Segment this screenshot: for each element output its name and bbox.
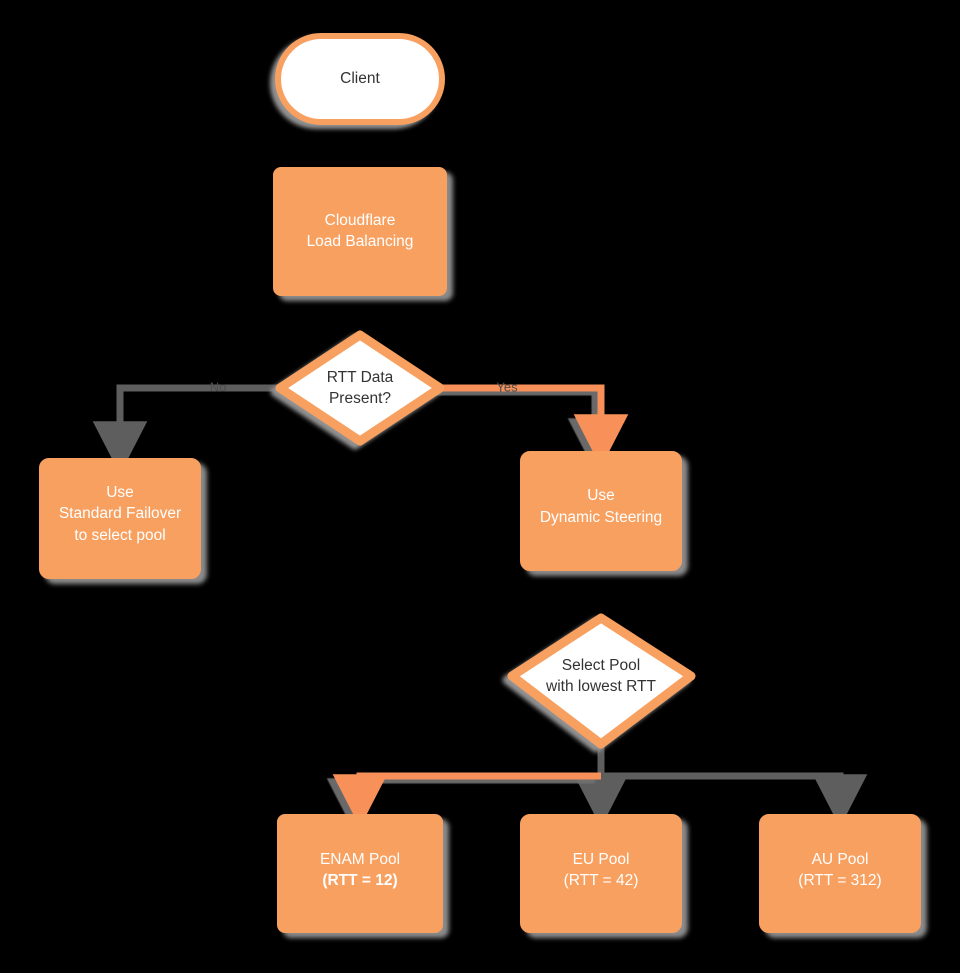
node-dynamic-steering[interactable]: Use Dynamic Steering [520, 451, 682, 571]
node-rtt-data-present-decision[interactable]: RTT Data Present? [275, 330, 445, 446]
node-eu-pool-label-line2: (RTT = 42) [564, 872, 639, 889]
node-standard-failover-label-line3: to select pool [74, 527, 165, 544]
edge-select-pool-to-au-pool [601, 772, 868, 828]
node-standard-failover[interactable]: Use Standard Failover to select pool [39, 458, 201, 579]
node-client-shape[interactable] [275, 33, 445, 125]
node-standard-failover-shape[interactable] [39, 458, 201, 579]
edge-rtt-decision-to-dynamic-steering [437, 384, 629, 468]
node-rtt-data-present-shape[interactable] [275, 330, 445, 446]
node-au-pool-label-line2: (RTT = 312) [798, 872, 881, 889]
node-select-pool-label-line2: with lowest RTT [545, 678, 656, 695]
edge-layer: Standard Failover (left, inactive/grey) … [92, 121, 868, 828]
node-cloudflare-load-balancing[interactable]: Cloudflare Load Balancing [273, 167, 447, 296]
node-enam-pool-shape[interactable] [277, 814, 443, 933]
node-rtt-data-present-label-line2: Present? [329, 390, 391, 407]
node-dynamic-steering-label-line2: Dynamic Steering [540, 509, 662, 526]
node-eu-pool-label-line1: EU Pool [573, 851, 630, 868]
node-au-pool-shape[interactable] [759, 814, 921, 933]
node-standard-failover-label-line2: Standard Failover [59, 505, 181, 522]
edge-label-yes: Yes [496, 379, 518, 394]
node-dynamic-steering-label-line1: Use [587, 487, 615, 504]
node-enam-pool-label-line1: ENAM Pool [320, 851, 400, 868]
node-client-label: Client [340, 70, 380, 87]
node-select-pool-decision[interactable]: Select Pool with lowest RTT [507, 613, 696, 749]
node-eu-pool[interactable]: EU Pool (RTT = 42) [520, 814, 682, 933]
node-cloudflare-load-balancing-label-line1: Cloudflare [325, 212, 396, 229]
edge-label-layer: No Yes [210, 379, 518, 394]
node-cloudflare-load-balancing-shape[interactable] [273, 167, 447, 296]
node-eu-pool-shape[interactable] [520, 814, 682, 933]
node-select-pool-shape[interactable] [507, 613, 696, 749]
edge-label-no: No [210, 379, 227, 394]
node-enam-pool-label-line2: (RTT = 12) [322, 872, 397, 889]
node-select-pool-label-line1: Select Pool [562, 657, 640, 674]
node-au-pool[interactable]: AU Pool (RTT = 312) [759, 814, 921, 933]
node-cloudflare-load-balancing-label-line2: Load Balancing [307, 233, 414, 250]
node-dynamic-steering-shape[interactable] [520, 451, 682, 571]
node-enam-pool[interactable]: ENAM Pool (RTT = 12) [277, 814, 443, 933]
node-rtt-data-present-label-line1: RTT Data [327, 369, 394, 386]
node-standard-failover-label-line1: Use [106, 484, 134, 501]
node-au-pool-label-line1: AU Pool [812, 851, 869, 868]
node-client[interactable]: Client [275, 33, 445, 125]
edge-select-pool-to-enam-pool [332, 772, 601, 828]
edge-rtt-decision-to-standard-failover [92, 384, 283, 475]
